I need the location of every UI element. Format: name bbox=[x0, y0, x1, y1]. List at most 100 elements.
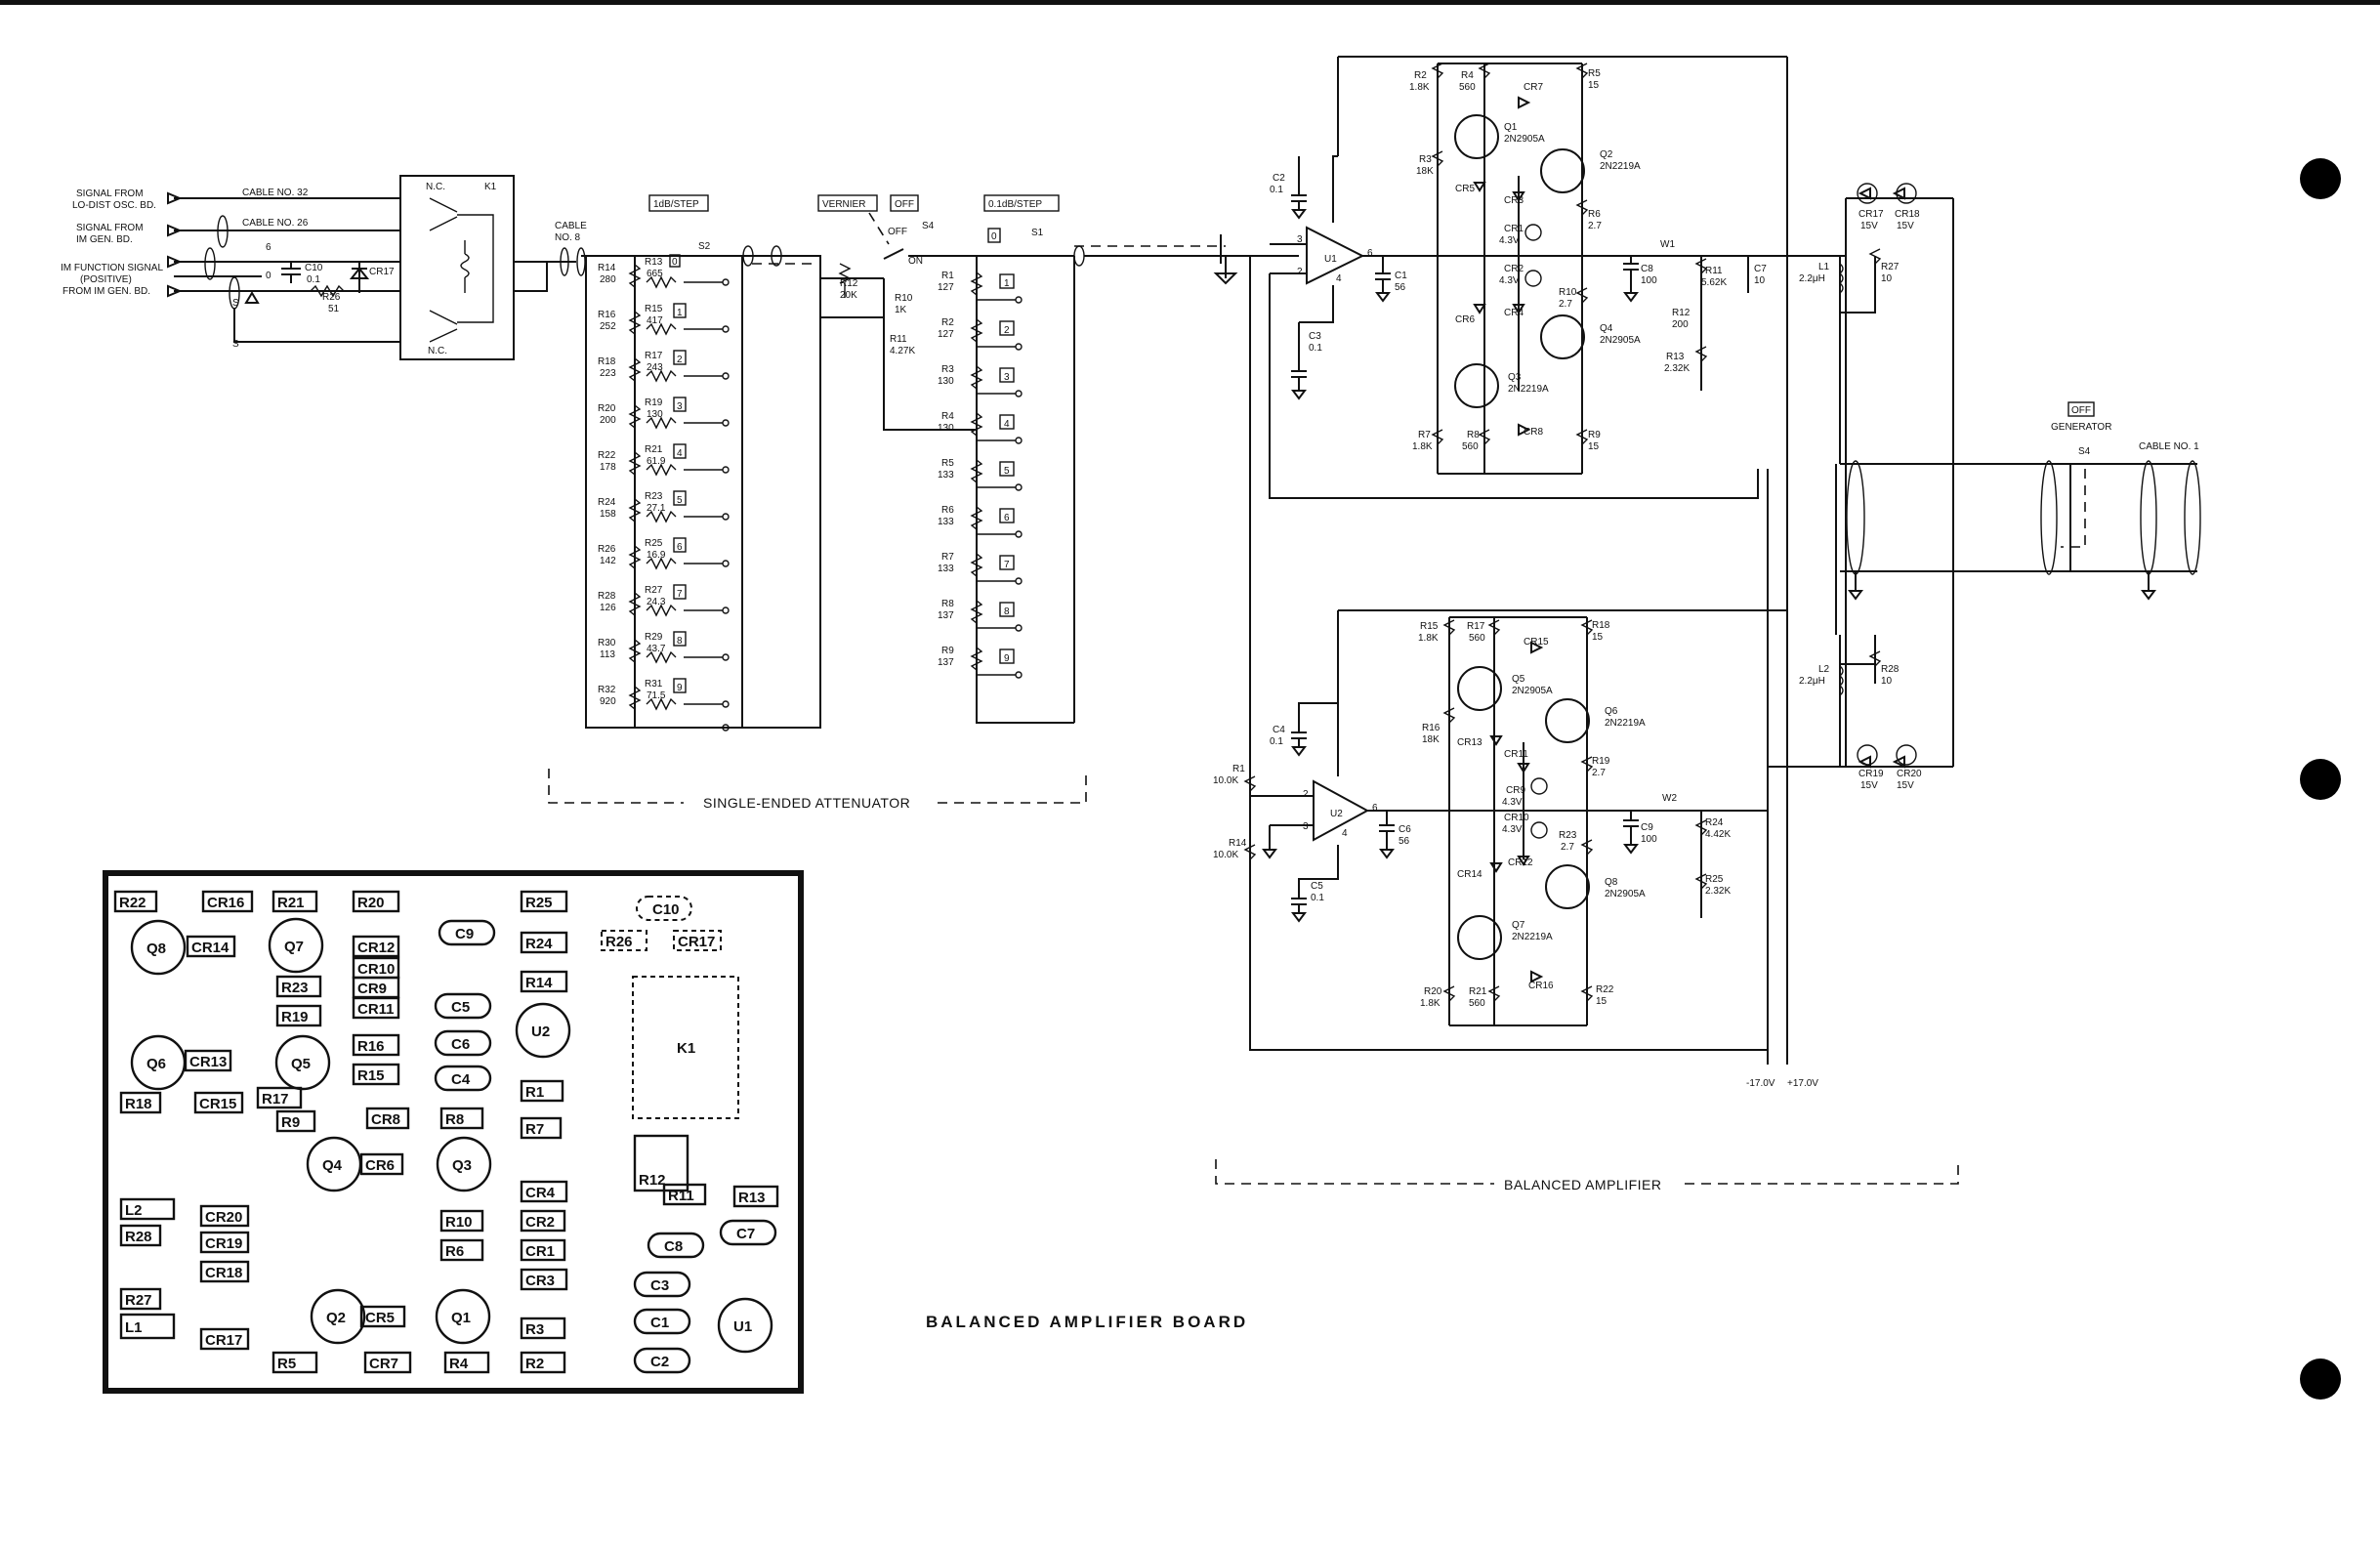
r25-label: R25 bbox=[1705, 874, 1724, 885]
shunt-resistor-symbol bbox=[628, 686, 642, 710]
q2-label: Q2 bbox=[1600, 149, 1613, 160]
c6-value: 56 bbox=[1399, 836, 1410, 847]
pcb-part-r23: R23 bbox=[275, 975, 322, 998]
fine-resistor-label: R5 bbox=[941, 458, 954, 469]
pcb-device-q1: Q1 bbox=[435, 1288, 491, 1345]
pcb-cap-c2: C2 bbox=[633, 1347, 691, 1374]
switch-contact bbox=[722, 700, 730, 708]
amp-top: U1 3 2 6 4 C2 0.1 C3 0.1 C1 56 R2 1.8K R… bbox=[1269, 56, 1846, 1060]
q7-type: 2N2219A bbox=[1512, 932, 1553, 942]
cr17-value: 15V bbox=[1860, 221, 1878, 231]
section-label-attenuator: SINGLE-ENDED ATTENUATOR bbox=[703, 795, 910, 811]
r6-value: 2.7 bbox=[1588, 221, 1602, 231]
pcb-part-r19: R19 bbox=[275, 1004, 322, 1027]
shunt-resistor-label: R32 bbox=[598, 685, 616, 695]
r28-value: 10 bbox=[1881, 676, 1893, 687]
pcb-device-q3: Q3 bbox=[436, 1136, 492, 1192]
r15-value: 1.8K bbox=[1418, 633, 1439, 644]
cr1-value: 4.3V bbox=[1499, 235, 1520, 246]
cable-label: CABLE NO. 26 bbox=[242, 218, 309, 229]
pcb-part-label: R23 bbox=[281, 980, 309, 996]
off-label: OFF bbox=[895, 199, 914, 210]
pcb-part-label: CR5 bbox=[365, 1310, 395, 1326]
q2-type: 2N2219A bbox=[1600, 161, 1641, 172]
pcb-part-label: R6 bbox=[445, 1243, 464, 1260]
r7-value: 1.8K bbox=[1412, 441, 1433, 452]
r25-value: 2.32K bbox=[1705, 886, 1731, 897]
fine-resistor-value: 137 bbox=[938, 657, 954, 668]
pcb-part-cr10: CR10 bbox=[352, 956, 400, 980]
shunt-resistor-value: 142 bbox=[600, 556, 616, 566]
pcb-part-r15: R15 bbox=[352, 1063, 400, 1086]
shunt-resistor-label: R22 bbox=[598, 450, 616, 461]
pcb-part-label: R15 bbox=[357, 1067, 385, 1084]
r11-label: R11 bbox=[1705, 266, 1723, 276]
step-number: 6 bbox=[677, 542, 683, 553]
terminal-label: 6 bbox=[266, 242, 271, 253]
pin-label: 3 bbox=[1297, 234, 1303, 245]
pcb-part-label: CR10 bbox=[357, 961, 395, 978]
shunt-resistor-symbol bbox=[628, 545, 642, 569]
pcb-part-label: L1 bbox=[125, 1319, 143, 1336]
r10-value: 2.7 bbox=[1559, 299, 1572, 310]
step-number: 3 bbox=[677, 401, 683, 412]
c3-label: C3 bbox=[1309, 331, 1321, 342]
pcb-part-cr2: CR2 bbox=[520, 1209, 566, 1233]
shunt-resistor-symbol bbox=[628, 311, 642, 335]
cr8-label: CR8 bbox=[1524, 427, 1543, 438]
switch-label: S2 bbox=[698, 241, 711, 252]
pcb-part-cr4: CR4 bbox=[520, 1180, 568, 1203]
c1-value: 56 bbox=[1395, 282, 1406, 293]
switch-contact bbox=[722, 653, 730, 661]
pcb-part-r4: R4 bbox=[443, 1351, 490, 1374]
c6-label: C6 bbox=[1399, 824, 1411, 835]
pcb-part-label: Q3 bbox=[452, 1157, 472, 1174]
top-edge bbox=[0, 0, 2380, 5]
pcb-part-label: CR7 bbox=[369, 1356, 398, 1372]
pcb-part-r1: R1 bbox=[520, 1079, 564, 1103]
pcb-part-cr18: CR18 bbox=[199, 1260, 250, 1283]
pcb-part-label: C9 bbox=[455, 926, 474, 942]
fine-resistor-value: 133 bbox=[938, 517, 954, 527]
pcb-part-label: R28 bbox=[125, 1229, 152, 1245]
r11-value: 5.62K bbox=[1701, 277, 1727, 288]
pcb-part-cr12: CR12 bbox=[352, 935, 400, 958]
q1-label: Q1 bbox=[1504, 122, 1518, 133]
pcb-part-r2: R2 bbox=[520, 1351, 566, 1374]
shunt-resistor-label: R20 bbox=[598, 403, 616, 414]
pcb-part-label: CR11 bbox=[357, 1001, 395, 1018]
off-label: OFF bbox=[2071, 405, 2091, 416]
series-resistor-symbol bbox=[646, 604, 677, 617]
series-resistor-label: R25 bbox=[645, 538, 663, 549]
series-resistor-value: 665 bbox=[647, 269, 663, 279]
series-resistor-value: 24.3 bbox=[647, 597, 666, 607]
r3-label: R3 bbox=[1419, 154, 1432, 165]
pcb-part-label: R22 bbox=[119, 895, 146, 911]
pcb-part-label: R18 bbox=[125, 1096, 152, 1112]
pcb-part-label: C3 bbox=[650, 1277, 669, 1294]
r20-label: R20 bbox=[1424, 986, 1442, 997]
shunt-resistor-label: R18 bbox=[598, 356, 616, 367]
switch-contact bbox=[722, 606, 730, 614]
pin-label: 4 bbox=[1342, 828, 1348, 839]
switch-label: S4 bbox=[922, 221, 935, 231]
cr10-value: 4.3V bbox=[1502, 824, 1523, 835]
pcb-part-label: R21 bbox=[277, 895, 305, 911]
series-resistor-symbol bbox=[646, 322, 677, 336]
cr9-value: 4.3V bbox=[1502, 797, 1523, 808]
pcb-part-label: CR6 bbox=[365, 1157, 395, 1174]
fine-resistor-value: 130 bbox=[938, 376, 954, 387]
pcb-device-u2: U2 bbox=[515, 1002, 571, 1059]
pcb-part-r21: R21 bbox=[271, 890, 318, 913]
switch-contact bbox=[722, 372, 730, 380]
pcb-part-label: C6 bbox=[451, 1036, 470, 1053]
pcb-part-label: U1 bbox=[733, 1318, 752, 1335]
step-number: 5 bbox=[1004, 466, 1010, 477]
switch-contact bbox=[722, 513, 730, 521]
cr18-label: CR18 bbox=[1895, 209, 1920, 220]
pcb-part-r11: R11 bbox=[662, 1183, 707, 1206]
step-number: 2 bbox=[677, 355, 683, 365]
step-box bbox=[999, 367, 1015, 383]
pcb-cap-c9: C9 bbox=[438, 919, 496, 946]
pcb-part-label: C7 bbox=[736, 1226, 755, 1242]
